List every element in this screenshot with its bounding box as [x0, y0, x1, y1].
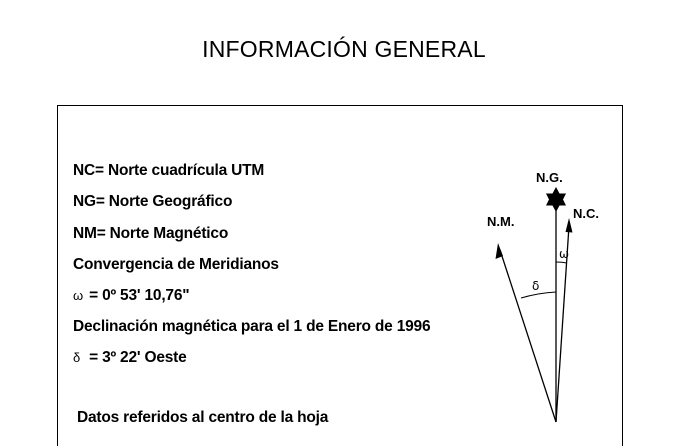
nm-arrowhead — [495, 243, 503, 259]
legend-omega-row: ω = 0º 53' 10,76" — [73, 287, 190, 305]
legend-ng: NG= Norte Geográfico — [73, 193, 233, 210]
page-title: INFORMACIÓN GENERAL — [202, 36, 486, 62]
nc-label: N.C. — [573, 206, 599, 221]
ng-label: N.G. — [536, 170, 563, 185]
delta-symbol: δ — [73, 350, 81, 365]
delta-label: δ — [532, 279, 539, 293]
omega-arc — [555, 261, 568, 264]
legend-nm: NM= Norte Magnético — [73, 225, 229, 242]
omega-value: = 0º 53' 10,76" — [89, 287, 190, 304]
omega-symbol: ω — [73, 288, 83, 303]
delta-arc — [520, 291, 557, 299]
legend-nc: NC= Norte cuadrícula UTM — [73, 162, 265, 179]
omega-label: ω — [559, 247, 569, 261]
delta-value: = 3º 22' Oeste — [89, 349, 187, 366]
star-icon — [546, 187, 566, 212]
north-diagram: N.G. N.C. N.M. δ ω — [487, 170, 599, 423]
info-frame — [57, 105, 623, 446]
nm-line — [499, 249, 557, 423]
nc-line — [555, 225, 570, 423]
nm-label: N.M. — [487, 214, 514, 229]
datos-note: Datos referidos al centro de la hoja — [77, 409, 329, 426]
legend-delta-row: δ = 3º 22' Oeste — [73, 349, 187, 367]
legend-convergencia: Convergencia de Meridianos — [73, 256, 279, 273]
nc-arrowhead — [565, 218, 573, 233]
legend-declinacion: Declinación magnética para el 1 de Enero… — [73, 318, 431, 335]
